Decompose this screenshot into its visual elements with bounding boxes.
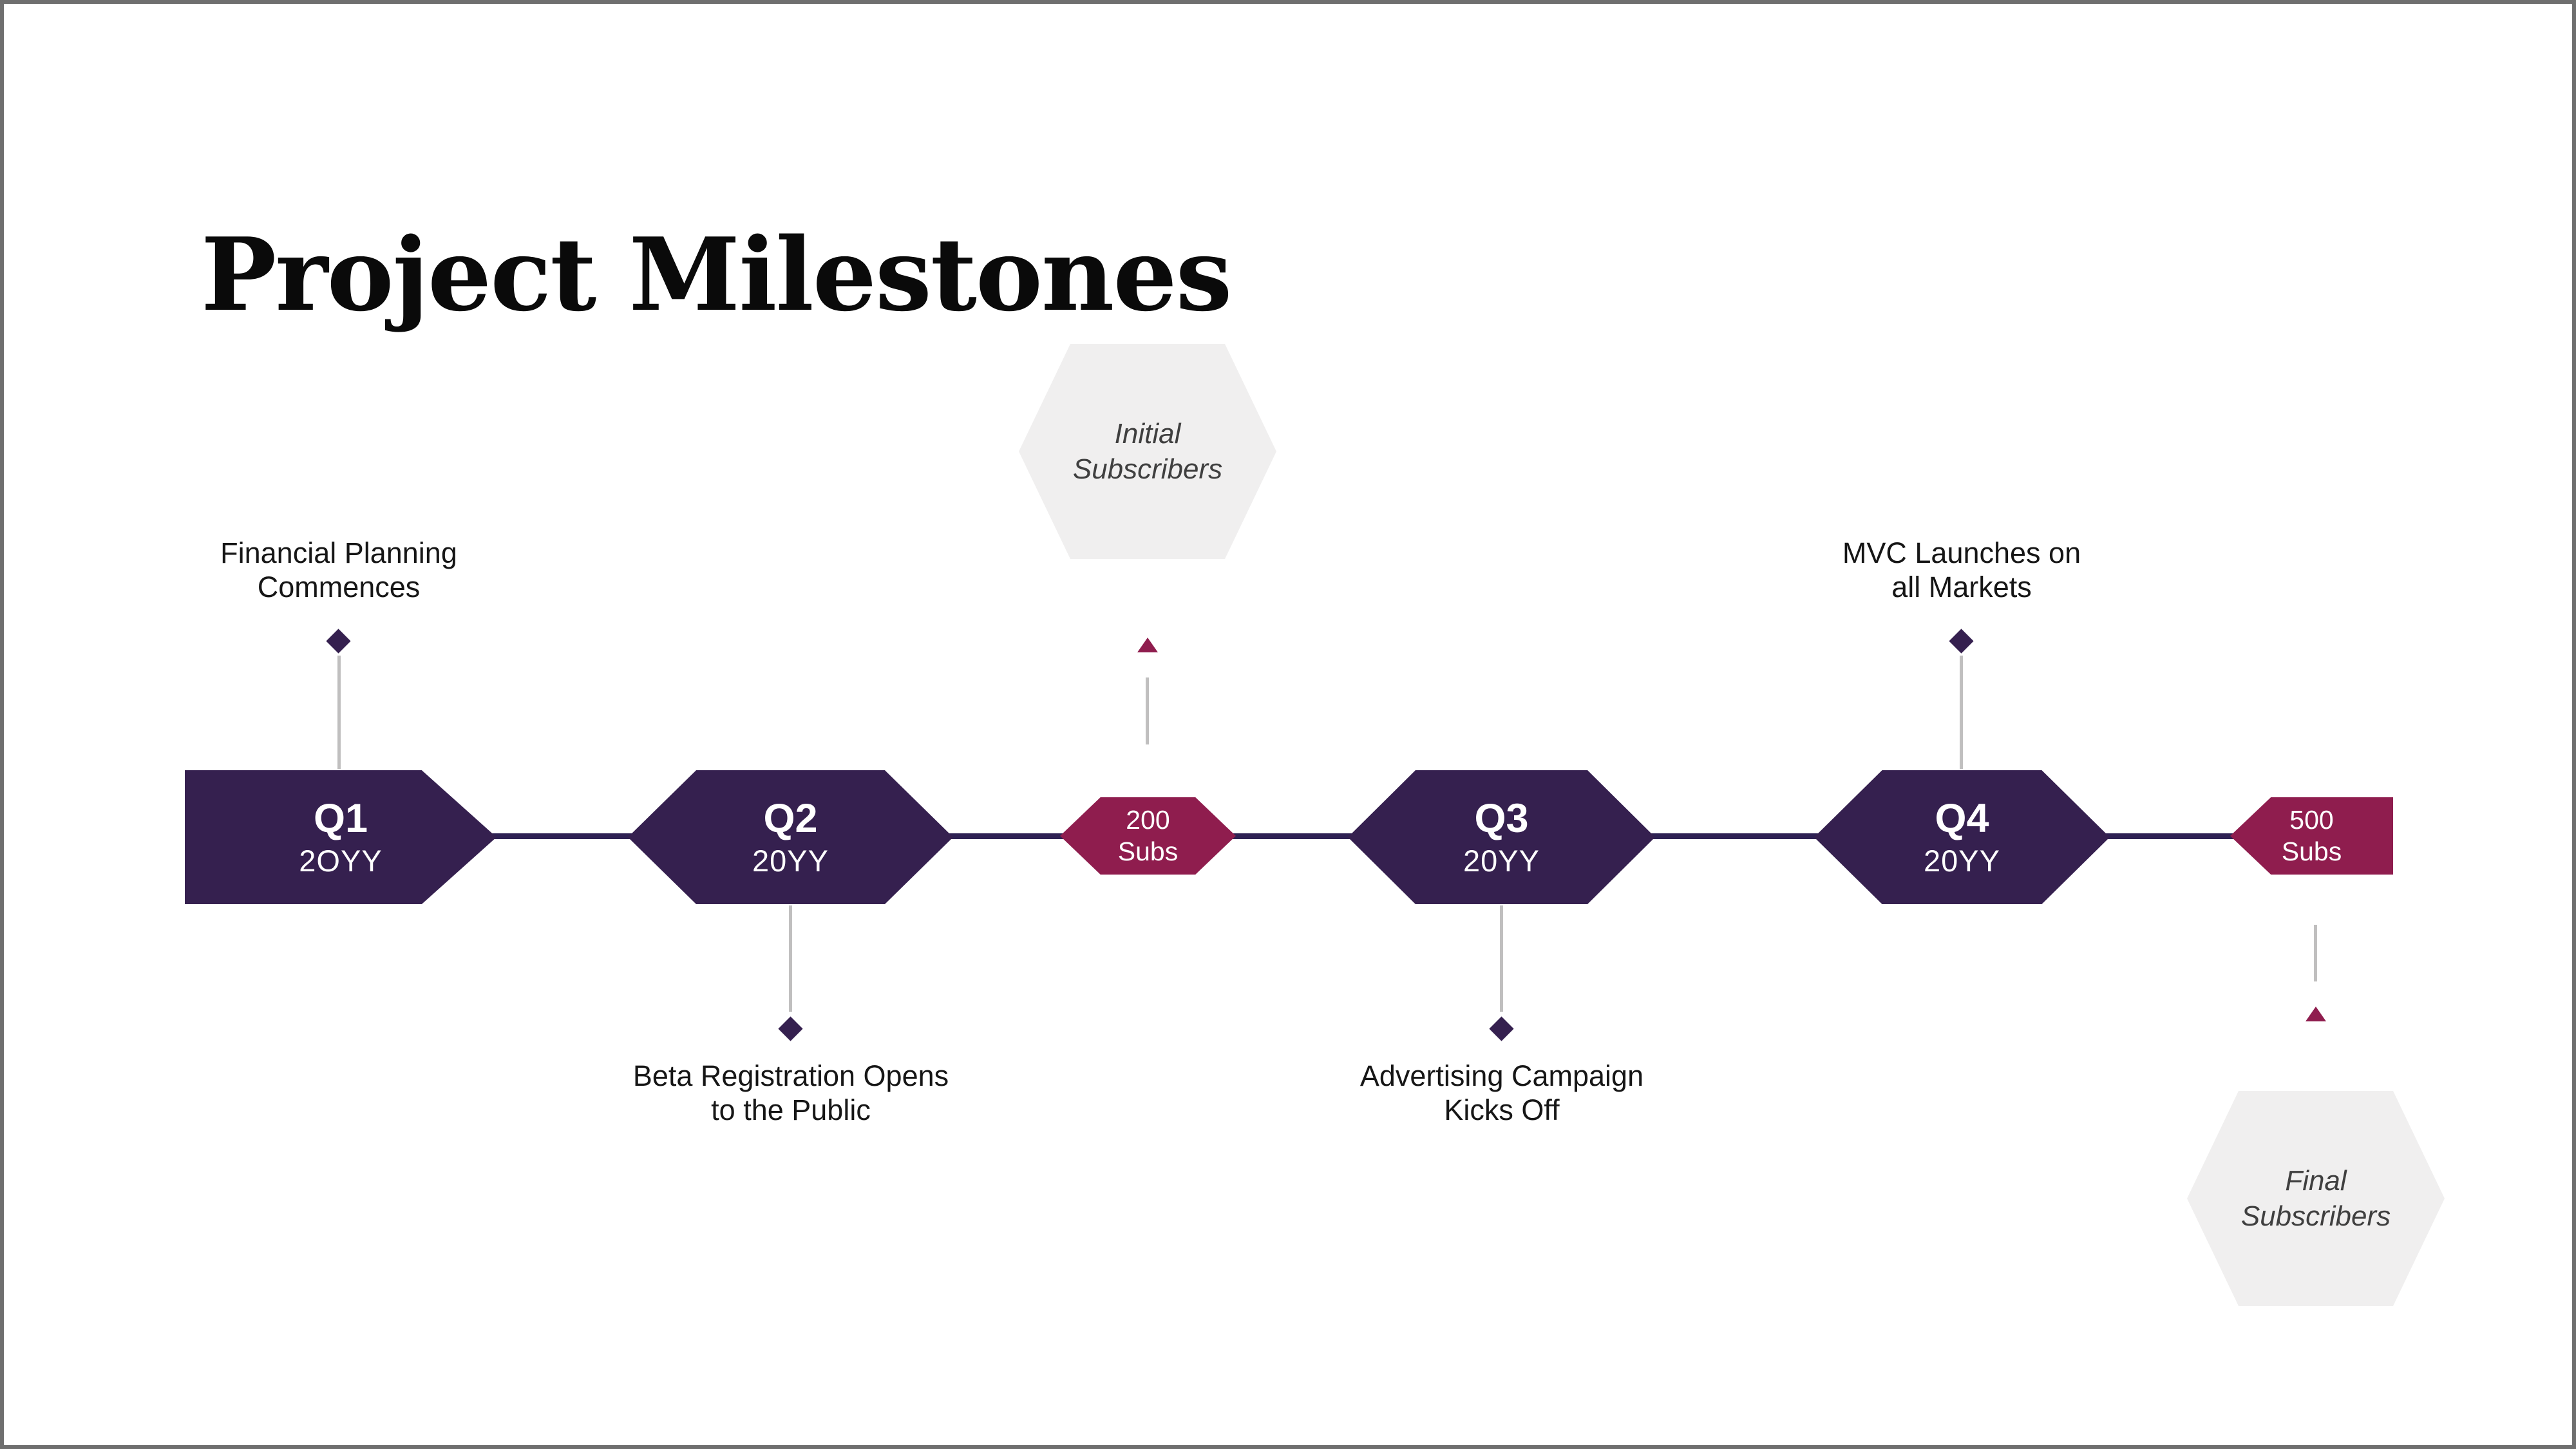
subs-500-value: 500 — [2289, 804, 2334, 835]
milestone-q2-label: Q2 — [763, 796, 818, 841]
initial-subscribers-line2: Subscribers — [1072, 453, 1223, 485]
callout-line-q3 — [1500, 905, 1503, 1012]
callout-financial-planning: Financial Planning Commences — [133, 536, 545, 604]
milestone-q4-label: Q4 — [1935, 796, 1989, 841]
callout-advertising-campaign-line2: Kicks Off — [1444, 1094, 1560, 1127]
callout-mvc-launches-line2: all Markets — [1891, 571, 2032, 604]
subs-500-unit: Subs — [2281, 837, 2342, 866]
final-subscribers-hexagon: Final Subscribers — [2187, 1091, 2445, 1306]
callout-advertising-campaign: Advertising Campaign Kicks Off — [1296, 1059, 1708, 1127]
callout-beta-registration-line2: to the Public — [711, 1094, 871, 1127]
callout-line-q1 — [337, 656, 341, 769]
diamond-marker-q2 — [778, 1016, 803, 1041]
callout-mvc-launches-line1: MVC Launches on — [1842, 536, 2081, 569]
milestone-q3-shape: Q3 20YY — [1348, 770, 1655, 904]
milestone-q1-year: 2OYY — [299, 844, 383, 878]
milestone-q1-shape: Q1 2OYY — [185, 770, 497, 904]
diamond-marker-q1 — [326, 629, 351, 654]
callout-financial-planning-line2: Commences — [257, 571, 421, 604]
diamond-marker-q3 — [1489, 1016, 1514, 1041]
final-subscribers-line1: Final — [2285, 1165, 2347, 1197]
initial-subscribers-line1: Initial — [1114, 418, 1181, 450]
callout-beta-registration-line1: Beta Registration Opens — [632, 1059, 949, 1092]
page-title: Project Milestones — [201, 215, 1232, 334]
triangle-marker-final — [2306, 1007, 2326, 1021]
callout-financial-planning-line1: Financial Planning — [220, 536, 457, 569]
subs-200-unit: Subs — [1117, 837, 1179, 866]
triangle-marker-initial — [1137, 638, 1158, 652]
milestone-q4-year: 20YY — [1924, 844, 2000, 878]
milestone-200-subs-shape: 200 Subs — [1060, 797, 1236, 875]
callout-beta-registration: Beta Registration Opens to the Public — [585, 1059, 997, 1127]
milestone-q2-year: 20YY — [752, 844, 829, 878]
initial-subscribers-hexagon: Initial Subscribers — [1019, 344, 1276, 559]
milestone-q4-shape: Q4 20YY — [1814, 770, 2110, 904]
callout-line-500-subs — [2314, 925, 2317, 981]
milestone-q1-label: Q1 — [313, 796, 368, 841]
callout-line-200-subs — [1146, 677, 1149, 744]
diamond-marker-q4 — [1949, 629, 1974, 654]
callout-mvc-launches: MVC Launches on all Markets — [1756, 536, 2168, 604]
callout-line-q2 — [789, 905, 792, 1012]
final-subscribers-line2: Subscribers — [2240, 1200, 2391, 1232]
milestone-q3-year: 20YY — [1463, 844, 1540, 878]
milestone-500-subs-shape: 500 Subs — [2230, 797, 2393, 875]
subs-200-value: 200 — [1126, 804, 1170, 835]
timeline-connector-line — [326, 833, 2322, 839]
milestone-q3-label: Q3 — [1474, 796, 1529, 841]
callout-advertising-campaign-line1: Advertising Campaign — [1359, 1059, 1644, 1092]
callout-line-q4 — [1960, 656, 1963, 769]
milestone-q2-shape: Q2 20YY — [628, 770, 953, 904]
